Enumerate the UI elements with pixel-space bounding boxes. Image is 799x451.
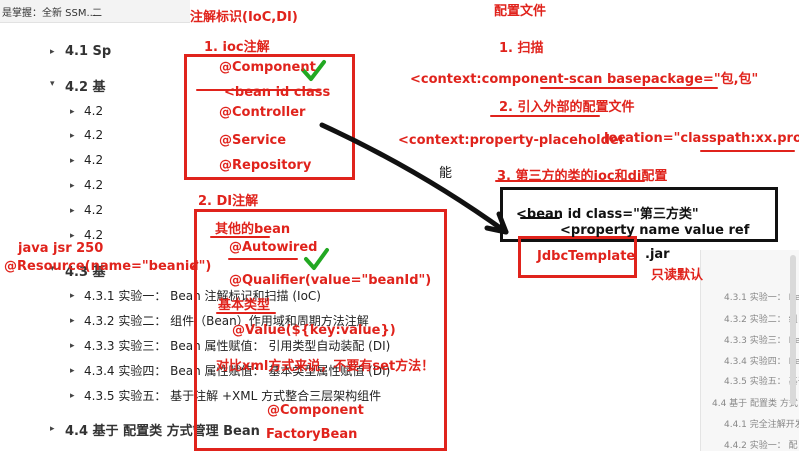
- expand-caret-icon[interactable]: ▸: [70, 391, 75, 401]
- expand-caret-icon[interactable]: ▸: [70, 181, 75, 191]
- underline: [196, 89, 321, 91]
- toc-item[interactable]: 4.2: [84, 178, 104, 192]
- component-scan-tag: <context:component-scan basepackage="包,包…: [410, 72, 759, 87]
- service-annotation: @Service: [219, 133, 287, 148]
- expand-caret-icon[interactable]: ▸: [70, 366, 75, 376]
- resource-annotation: @Resource(name="beanid"): [4, 259, 212, 274]
- outline-item[interactable]: 4.3.2 实验二： 组: [724, 315, 798, 325]
- underline: [700, 239, 740, 241]
- toc-item[interactable]: 4.3.1 实验一： Bean 注解标记和扫描 (IoC): [84, 289, 321, 303]
- third-party-header: 3. 第三方的类的ioc和di配置: [497, 169, 668, 184]
- underline: [520, 217, 560, 219]
- basic-type-note: 基本类型: [218, 298, 271, 313]
- browser-tab[interactable]: 是掌握：全新 SSM... 二: [0, 0, 190, 23]
- outline-item[interactable]: 4.3.3 实验三： Be: [724, 336, 799, 346]
- expand-caret-icon[interactable]: ▸: [50, 47, 55, 57]
- underline: [258, 448, 358, 450]
- checkmark-icon: [304, 248, 329, 270]
- qualifier-annotation: @Qualifier(value="beanId"): [229, 273, 432, 288]
- scribble: [191, 261, 199, 269]
- title-annotations: 注解标识(IoC,DI): [190, 10, 298, 25]
- expand-caret-icon[interactable]: ▸: [70, 107, 75, 117]
- outline-item[interactable]: 4.3.4 实验四： Be: [724, 357, 799, 367]
- outline-item[interactable]: 4.4.1 完全注解开发: [724, 420, 799, 430]
- tab-title: 是掌握：全新 SSM...: [2, 8, 97, 19]
- tab-suffix: 二: [92, 8, 102, 19]
- scan-header: 1. 扫描: [499, 41, 544, 56]
- expand-caret-icon[interactable]: ▸: [70, 131, 75, 141]
- outline-item[interactable]: 4.3.5 实验五： 基于: [724, 377, 799, 387]
- neng-note: 能: [439, 166, 453, 181]
- repository-annotation: @Repository: [219, 158, 312, 173]
- xml-compare-note: 对比xml方式来说，不要有set方法！: [216, 359, 435, 374]
- expand-caret-icon[interactable]: ▸: [70, 316, 75, 326]
- toc-item[interactable]: 4.3 基: [65, 265, 106, 280]
- expand-caret-icon[interactable]: ▸: [50, 424, 55, 434]
- scrollbar[interactable]: [790, 255, 796, 405]
- component-annotation-2: @Component: [267, 403, 364, 418]
- expand-caret-icon[interactable]: ▸: [70, 231, 75, 241]
- underline: [495, 180, 645, 182]
- checkmark-icon: [301, 60, 326, 81]
- di-header: 2. DI注解: [198, 194, 259, 209]
- collapse-caret-icon[interactable]: ▾: [50, 264, 55, 274]
- java-jsr-note: java jsr 250: [18, 241, 104, 256]
- expand-caret-icon[interactable]: ▸: [70, 156, 75, 166]
- toc-item[interactable]: 4.3.4 实验四： Bean 属性赋值： 基本类型属性赋值 (DI): [84, 364, 391, 378]
- readonly-note: 只读默认: [651, 268, 704, 283]
- toc-item[interactable]: 4.2: [84, 228, 104, 242]
- toc-item[interactable]: 4.2: [84, 104, 104, 118]
- value-annotation: @Value(${key:value}): [232, 323, 396, 338]
- outline-item[interactable]: 4.4 基于 配置类 方式: [712, 399, 798, 409]
- toc-item[interactable]: 4.1 Sp: [65, 44, 112, 59]
- title-config-file: 配置文件: [494, 4, 547, 19]
- property-placeholder-tag: <context:property-placeholder: [398, 133, 626, 148]
- other-bean-note: 其他的bean: [215, 222, 291, 237]
- property-tag: <property name value ref: [560, 223, 750, 238]
- component-annotation: @Component: [219, 60, 316, 75]
- underline: [540, 87, 718, 89]
- underline: [200, 55, 275, 57]
- autowired-annotation: @Autowired: [229, 240, 318, 255]
- toc-item[interactable]: 4.3.3 实验三： Bean 属性赋值： 引用类型自动装配 (DI): [84, 339, 391, 353]
- jdbc-template-box: [518, 236, 637, 278]
- toc-item[interactable]: 4.2 基: [65, 80, 106, 95]
- jar-note: .jar: [645, 247, 670, 262]
- underline: [216, 312, 276, 314]
- underline: [210, 236, 270, 238]
- ioc-header: 1. ioc注解: [204, 40, 270, 55]
- outline-panel: [700, 250, 799, 451]
- toc-item[interactable]: 4.2: [84, 203, 104, 217]
- toc-item[interactable]: 4.4 基于 配置类 方式管理 Bean: [65, 424, 260, 439]
- bean-tag: <bean id class: [224, 85, 331, 100]
- underline: [490, 115, 600, 117]
- toc-item[interactable]: 4.3.2 实验二： 组件（Bean）作用域和周期方法注解: [84, 314, 369, 328]
- factory-bean: FactoryBean: [266, 427, 358, 442]
- outline-item[interactable]: 4.3.1 实验一： Be: [724, 293, 799, 303]
- arrow-line: [319, 122, 509, 235]
- jdbc-template: JdbcTemplate: [537, 249, 636, 264]
- toc-item[interactable]: 4.2: [84, 153, 104, 167]
- bean-third-party-tag: <bean id class="第三方类": [516, 207, 699, 222]
- underline: [700, 150, 795, 152]
- toc-item[interactable]: 4.3.5 实验五： 基于注解 +XML 方式整合三层架构组件: [84, 389, 382, 403]
- controller-annotation: @Controller: [219, 105, 306, 120]
- external-config-header: 2. 引入外部的配置文件: [499, 100, 635, 115]
- expand-caret-icon[interactable]: ▸: [70, 291, 75, 301]
- expand-caret-icon[interactable]: ▸: [70, 341, 75, 351]
- toc-item[interactable]: 4.2: [84, 128, 104, 142]
- underline: [228, 258, 298, 260]
- arrow-head: [484, 211, 509, 235]
- collapse-caret-icon[interactable]: ▾: [50, 79, 55, 89]
- outline-item[interactable]: 4.4.2 实验一： 配: [724, 441, 798, 451]
- location-attr: location="classpath:xx.pro": [604, 131, 799, 146]
- expand-caret-icon[interactable]: ▸: [70, 206, 75, 216]
